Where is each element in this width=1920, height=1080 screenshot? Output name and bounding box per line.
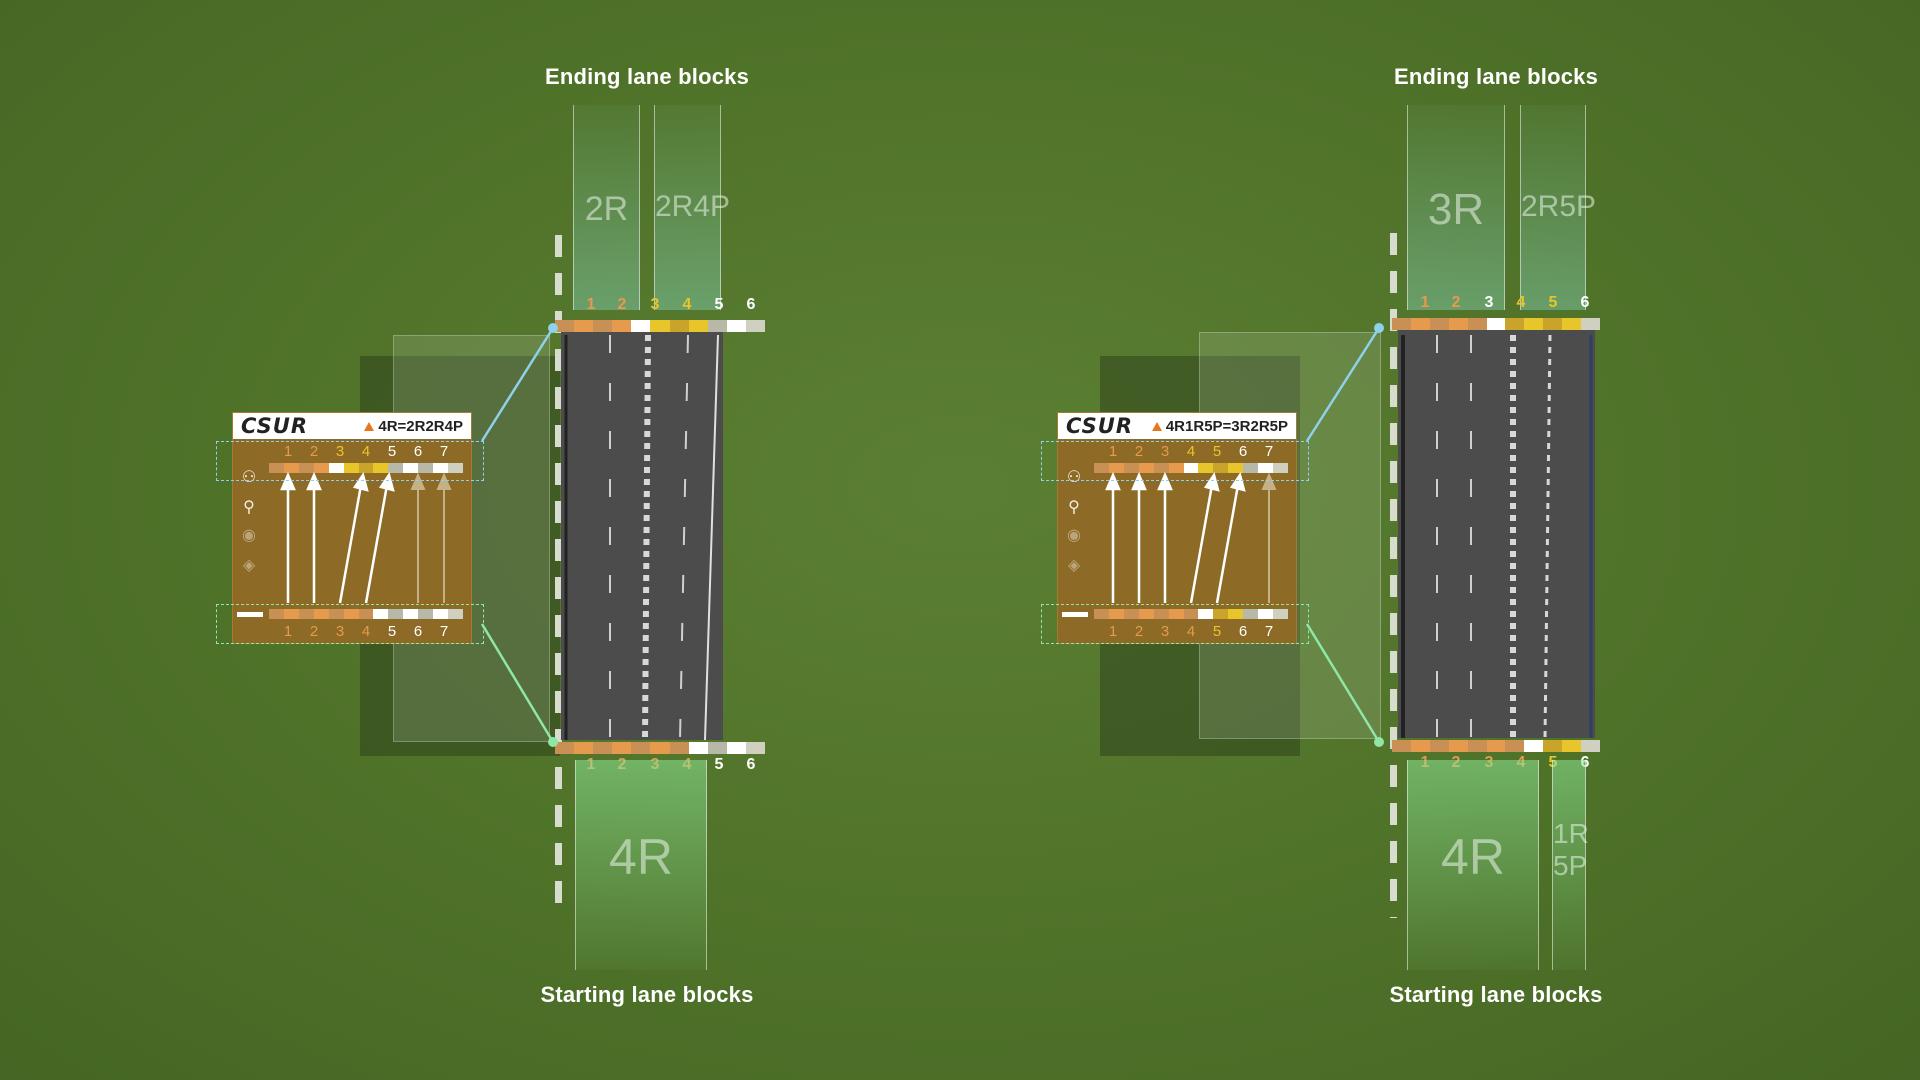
pedestrian-icon[interactable]: ⚇ bbox=[1066, 469, 1082, 486]
panel-bottom-number: 2 bbox=[309, 623, 319, 640]
heading-starting-lane-blocks: Starting lane blocks bbox=[540, 982, 754, 1007]
starting-block-1r5p: 1R 5P bbox=[1552, 760, 1589, 970]
starting-lane-strip bbox=[1392, 740, 1600, 752]
ending-lane-number: 4 bbox=[1516, 294, 1526, 311]
ending-lane-number: 3 bbox=[650, 296, 660, 313]
panel-top-number: 1 bbox=[283, 443, 293, 460]
starting-selection-box bbox=[1041, 604, 1309, 644]
csur-panel: CSUR 4R=2R2R4P ⚇ ⚲ ◉ ◈ 1 2 3 4 5 6 7 bbox=[232, 412, 472, 644]
panel-bottom-number: 2 bbox=[1134, 623, 1144, 640]
panel-top-number: 1 bbox=[1108, 443, 1118, 460]
ending-block-2r5p: 2R5P bbox=[1520, 105, 1596, 310]
panel-bottom-number: 6 bbox=[1238, 623, 1248, 640]
panel-top-number: 3 bbox=[335, 443, 345, 460]
starting-block-4r: 4R bbox=[575, 760, 707, 970]
panel-top-number: 4 bbox=[361, 443, 371, 460]
parking-icon[interactable]: ◈ bbox=[242, 557, 256, 574]
panel-bottom-number: 6 bbox=[413, 623, 423, 640]
panel-bottom-strip bbox=[1094, 609, 1288, 619]
ending-lane-number: 5 bbox=[1548, 294, 1558, 311]
bicycle-icon[interactable]: ⚲ bbox=[243, 499, 255, 516]
ending-lane-number: 3 bbox=[1484, 294, 1494, 311]
diagram-right: Ending lane blocks 3R 2R5P 1 2 3 4 5 6 1… bbox=[825, 0, 1785, 1080]
panel-top-number: 2 bbox=[1134, 443, 1144, 460]
heading-ending-lane-blocks: Ending lane blocks bbox=[1393, 64, 1599, 89]
bicycle-icon[interactable]: ⚲ bbox=[1068, 499, 1080, 516]
ending-block-2r4p: 2R4P bbox=[654, 105, 730, 310]
ending-selection-box bbox=[216, 441, 484, 481]
starting-selection-box bbox=[216, 604, 484, 644]
panel-top-number: 7 bbox=[439, 443, 449, 460]
starting-block-4r: 4R bbox=[1407, 760, 1539, 970]
lane-bar-icon bbox=[1062, 612, 1088, 617]
dashed-reference-line bbox=[555, 235, 562, 915]
heading-ending-lane-blocks: Ending lane blocks bbox=[544, 64, 750, 89]
ending-lane-strip bbox=[555, 320, 766, 332]
pedestrian-icon[interactable]: ⚇ bbox=[241, 469, 257, 486]
ending-block-3r: 3R bbox=[1407, 105, 1505, 310]
panel-bottom-number: 4 bbox=[361, 623, 371, 640]
lane-bar-icon bbox=[237, 612, 263, 617]
ending-block-2r: 2R bbox=[573, 105, 640, 310]
diagram-left: Ending lane blocks 2R 2R4P 1 2 3 4 5 6 1… bbox=[216, 64, 766, 1007]
warning-triangle-icon bbox=[1151, 421, 1162, 431]
panel-top-strip bbox=[1094, 463, 1288, 473]
ending-lane-number: 5 bbox=[714, 296, 724, 313]
dashed-reference-line bbox=[1390, 233, 1397, 918]
panel-bottom-number: 1 bbox=[1108, 623, 1118, 640]
panel-top-number: 7 bbox=[1264, 443, 1274, 460]
starting-lane-strip bbox=[555, 742, 766, 754]
road-segment bbox=[561, 330, 723, 740]
csur-logo: CSUR bbox=[1066, 414, 1134, 438]
ending-selection-box bbox=[1041, 441, 1309, 481]
road-code: 4R=2R2R4P bbox=[378, 417, 463, 435]
road-code: 4R1R5P=3R2R5P bbox=[1165, 417, 1288, 435]
panel-top-number: 2 bbox=[309, 443, 319, 460]
panel-bottom-number: 7 bbox=[439, 623, 449, 640]
panel-bottom-number: 5 bbox=[1212, 623, 1222, 640]
panel-bottom-number: 3 bbox=[1160, 623, 1170, 640]
panel-bottom-number: 5 bbox=[387, 623, 397, 640]
ending-lane-number: 6 bbox=[1580, 294, 1590, 311]
road-segment bbox=[1398, 328, 1595, 738]
ending-lane-number: 1 bbox=[1420, 294, 1430, 311]
panel-top-number: 5 bbox=[1212, 443, 1222, 460]
bus-icon[interactable]: ◉ bbox=[1067, 527, 1081, 544]
ending-lane-number: 6 bbox=[746, 296, 756, 313]
parking-icon[interactable]: ◈ bbox=[1067, 557, 1081, 574]
panel-top-number: 6 bbox=[1238, 443, 1248, 460]
starting-lane-number: 6 bbox=[746, 756, 756, 773]
panel-top-number: 6 bbox=[413, 443, 423, 460]
panel-bottom-number: 4 bbox=[1186, 623, 1196, 640]
ending-lane-number: 1 bbox=[586, 296, 596, 313]
ending-lane-number: 2 bbox=[1451, 294, 1461, 311]
panel-bottom-number: 1 bbox=[283, 623, 293, 640]
ending-lane-number: 2 bbox=[617, 296, 627, 313]
panel-bottom-number: 7 bbox=[1264, 623, 1274, 640]
ending-lane-number: 4 bbox=[682, 296, 692, 313]
panel-bottom-number: 3 bbox=[335, 623, 345, 640]
panel-top-strip bbox=[269, 463, 463, 473]
panel-top-number: 3 bbox=[1160, 443, 1170, 460]
panel-top-number: 5 bbox=[387, 443, 397, 460]
warning-triangle-icon bbox=[364, 421, 375, 431]
ending-lane-strip bbox=[1392, 318, 1600, 330]
csur-logo: CSUR bbox=[241, 414, 309, 438]
panel-bottom-strip bbox=[269, 609, 463, 619]
panel-top-number: 4 bbox=[1186, 443, 1196, 460]
heading-starting-lane-blocks: Starting lane blocks bbox=[1389, 982, 1603, 1007]
starting-lane-number: 5 bbox=[714, 756, 724, 773]
bus-icon[interactable]: ◉ bbox=[242, 527, 256, 544]
